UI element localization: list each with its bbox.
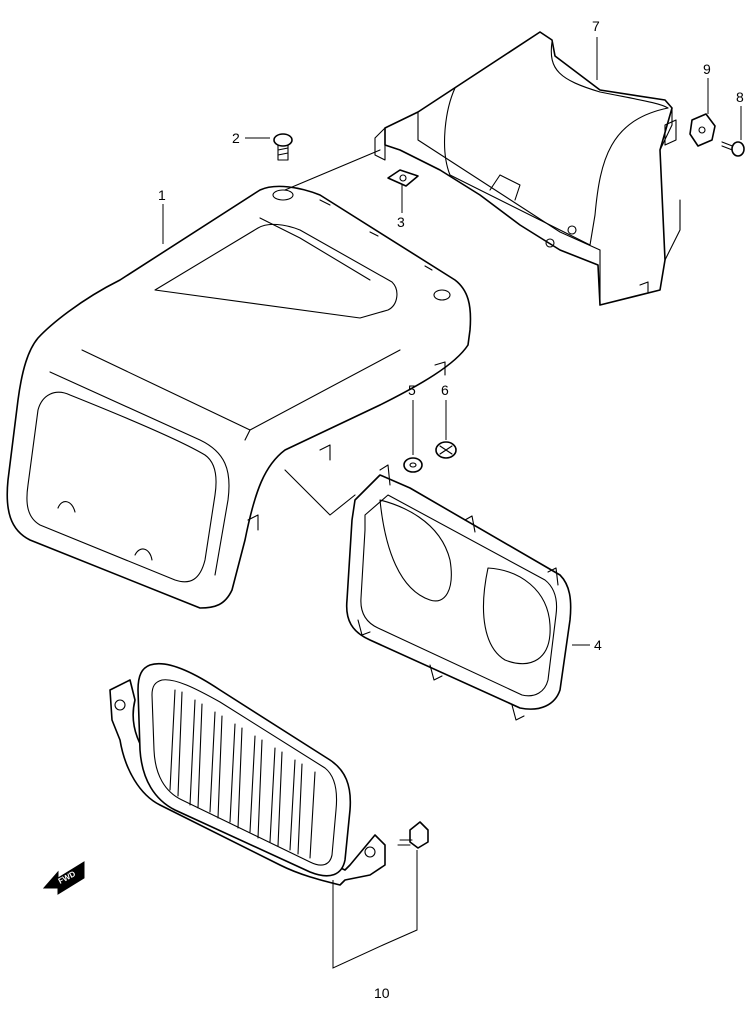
callout-3: 3 xyxy=(397,214,405,230)
callout-2: 2 xyxy=(232,130,240,146)
part-10-bolt xyxy=(397,821,429,849)
leader-lines xyxy=(162,37,742,969)
part-10-grille xyxy=(109,663,429,886)
part-2-screw xyxy=(273,133,293,161)
callout-9: 9 xyxy=(703,61,711,77)
part-8-bolt xyxy=(721,141,745,157)
callout-8: 8 xyxy=(736,89,744,105)
assembly-guide-line xyxy=(284,149,381,191)
callout-5: 5 xyxy=(408,382,416,398)
callout-1: 1 xyxy=(158,187,166,203)
part-6-grommet xyxy=(435,441,457,459)
part-9-clip-nut xyxy=(689,113,716,147)
callout-4: 4 xyxy=(594,637,602,653)
part-4-headlight-housing xyxy=(345,464,572,721)
callout-labels: 1 2 3 4 5 6 7 8 9 10 xyxy=(158,18,744,1001)
callout-7: 7 xyxy=(592,18,600,34)
callout-10: 10 xyxy=(374,985,390,1001)
forward-arrow-icon: FWD xyxy=(42,861,85,895)
part-3-nut-clip xyxy=(387,169,419,187)
part-5-washer xyxy=(403,457,423,473)
callout-6: 6 xyxy=(441,382,449,398)
part-7-rear-cowl xyxy=(374,31,681,306)
part-1-headlight-cowl xyxy=(6,185,472,609)
